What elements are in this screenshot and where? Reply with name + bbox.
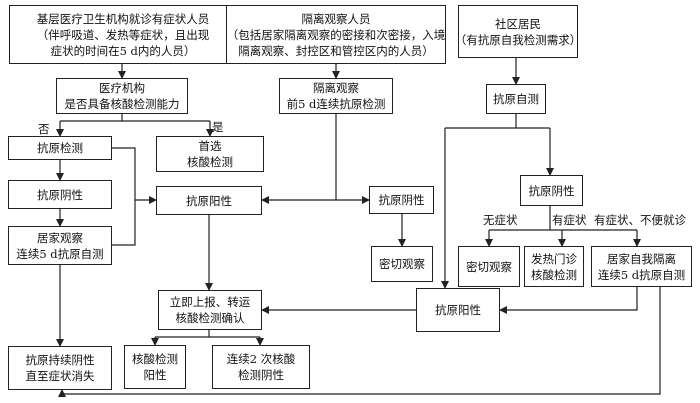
label-has-symptom: 有症状 [552,213,587,227]
persist-line2: 直至症状消失 [25,369,95,383]
nucleic-neg-line2: 检测阴性 [238,368,284,382]
persist-line1: 抗原持续阴性 [25,353,95,367]
box-fever-clinic: 发热门诊 核酸检测 [524,246,584,287]
box-community-residents: 社区居民 （有抗原自我检测需求） [455,5,581,58]
isolation-line3: 隔离观察、封控区和管控区内的人员） [238,43,434,58]
arrow-home-iso-to-persist [58,287,661,397]
box-antigen-positive-right: 抗原阳性 [416,288,500,332]
report-line1: 立即上报、转运 [169,295,251,309]
nucleic-pos-line1: 核酸检测 [132,352,178,366]
neg-right-label: 抗原阴性 [528,183,575,198]
label-no: 否 [38,122,50,136]
box-nucleic-negative-twice: 连续2 次核酸 检测阴性 [212,345,310,389]
grassroots-line1: 基层医疗卫生机构就诊有症状人员 [36,11,210,26]
label-symptom-inconvenient: 有症状、不便就诊 [594,213,686,227]
arrow-home-iso-to-positive [499,287,638,314]
grassroots-line3: 症状的时间在5 d内的人员） [50,43,196,58]
arrow-test-to-positive [112,147,157,204]
box-preferred-nucleic: 首选 核酸检测 [156,136,264,172]
home-observe-line1: 居家观察 [37,230,83,245]
box-medical-institution: 医疗机构 是否具备核酸检测能力 [56,78,188,114]
neg-mid-label: 抗原阴性 [378,193,425,207]
fever-line2: 核酸检测 [531,267,577,282]
close-mid-label: 密切观察 [379,257,425,271]
report-line2: 核酸检测确认 [175,311,245,325]
grassroots-line2: （伴呼吸道、发热等症状，且出现 [36,27,210,42]
box-antigen-self-test: 抗原自测 [486,84,546,114]
community-line2: （有抗原自我检测需求） [454,32,582,47]
box-antigen-negative-left: 抗原阴性 [8,180,112,209]
home-observe-line2: 连续5 d抗原自测 [16,246,104,261]
box-nucleic-positive: 核酸检测 阳性 [124,345,186,389]
community-line1: 社区居民 [495,16,541,31]
box-report-transfer: 立即上报、转运 核酸检测确认 [158,290,262,330]
nucleic-neg-line1: 连续2 次核酸 [226,352,296,366]
close-right-label: 密切观察 [466,259,512,274]
box-antigen-negative-mid: 抗原阴性 [369,186,434,214]
isolation-test-line1: 隔离观察 [313,81,359,95]
box-antigen-positive-center: 抗原阳性 [156,186,262,215]
neg-left-label: 抗原阴性 [37,187,83,202]
fever-line1: 发热门诊 [531,251,577,266]
antigen-test-label: 抗原检测 [37,141,83,155]
medical-line1: 医疗机构 [99,81,145,95]
box-home-self-isolation: 居家自我隔离 连续5 d抗原自测 [591,246,692,287]
box-close-observe-mid: 密切观察 [371,246,433,282]
home-iso-line2: 连续5 d抗原自测 [597,267,686,282]
label-no-symptom: 无症状 [483,213,518,227]
box-antigen-negative-right: 抗原阴性 [520,175,583,206]
box-grassroots-symptomatic: 基层医疗卫生机构就诊有症状人员 （伴呼吸道、发热等症状，且出现 症状的时间在5 … [9,5,237,64]
pos-center-label: 抗原阳性 [186,193,232,208]
pos-right-label: 抗原阳性 [435,303,481,317]
box-antigen-test: 抗原检测 [8,136,112,160]
arrow-home-to-positive [112,200,136,246]
isolation-line1: 隔离观察人员 [301,11,371,26]
box-isolation-observation-test: 隔离观察 前5 d连续抗原检测 [279,78,393,114]
isolation-line2: （包括居家隔离观察的密接和次密接，入境 [226,27,446,42]
nucleic-pos-line2: 阳性 [143,368,167,382]
box-persist-negative: 抗原持续阴性 直至症状消失 [8,346,112,390]
self-antigen-label: 抗原自测 [493,92,539,106]
medical-line2: 是否具备核酸检测能力 [64,97,180,111]
box-isolation-personnel: 隔离观察人员 （包括居家隔离观察的密接和次密接，入境 隔离观察、封控区和管控区内… [226,5,446,64]
box-close-observe-right: 密切观察 [458,246,520,287]
label-yes: 是 [212,120,224,134]
box-home-observation: 居家观察 连续5 d抗原自测 [8,226,112,265]
home-iso-line1: 居家自我隔离 [607,251,676,266]
preferred-line1: 首选 [198,139,222,153]
preferred-line2: 核酸检测 [187,155,233,169]
isolation-test-line2: 前5 d连续抗原检测 [286,97,386,111]
